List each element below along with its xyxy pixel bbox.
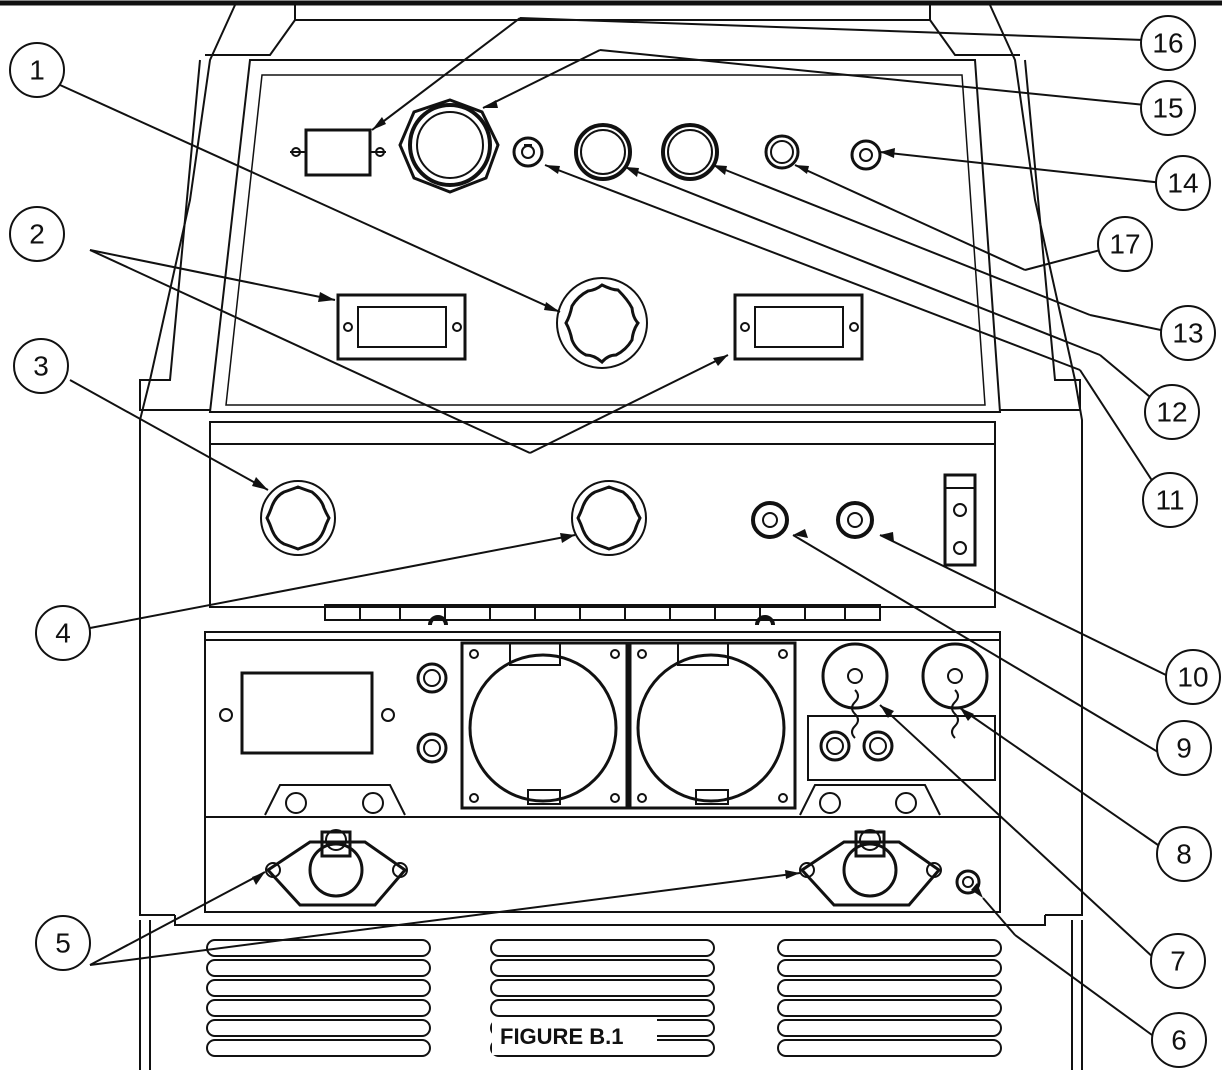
- callout-label-11: 11: [1155, 485, 1184, 516]
- callout-circle-9: [1156, 720, 1212, 776]
- figure-caption: FIGURE B.1: [500, 1024, 623, 1049]
- callout-label-5: 5: [55, 928, 71, 959]
- callout-circle-11: [1142, 472, 1198, 528]
- callout-circle-13: [1160, 305, 1216, 361]
- item-6-ground-stud: [955, 869, 981, 895]
- item-8-socket: [921, 642, 989, 739]
- callout-circle-3: [13, 338, 69, 394]
- callout-circle-2: [9, 206, 65, 262]
- callout-label-10: 10: [1177, 662, 1208, 693]
- leader-lines: [59, 17, 1176, 1036]
- item-15-connector: [398, 98, 500, 194]
- callout-label-1: 1: [29, 55, 45, 86]
- upper-panel: [208, 59, 1002, 413]
- panel-bosses: [264, 784, 941, 816]
- callout-label-16: 16: [1152, 28, 1183, 59]
- callout-circle-12: [1144, 384, 1200, 440]
- callout-label-12: 12: [1156, 397, 1187, 428]
- lower-panel: [204, 631, 1001, 913]
- callout-label-4: 4: [55, 618, 71, 649]
- arrowheads: [252, 100, 983, 898]
- hour-meter: [219, 671, 395, 755]
- callout-circle-17: [1097, 216, 1153, 272]
- circuit-breakers-left: [416, 662, 448, 764]
- item-5-stud-right: [799, 829, 942, 907]
- callout-circle-15: [1140, 80, 1196, 136]
- housing: [139, 4, 1083, 916]
- item-10-toggle: [836, 501, 874, 539]
- callout-label-15: 15: [1152, 93, 1183, 124]
- callout-circle-14: [1155, 155, 1211, 211]
- receptacle-left: [460, 641, 629, 810]
- item-9-toggle: [751, 501, 789, 539]
- callout-circle-8: [1156, 826, 1212, 882]
- callout-circle-10: [1165, 649, 1221, 705]
- receptacle-right: [628, 641, 797, 810]
- middle-panel: [209, 421, 996, 626]
- louvers: [139, 915, 1083, 1070]
- item-16-receptacle: [290, 128, 386, 177]
- callout-label-7: 7: [1170, 946, 1186, 977]
- callout-circles: [9, 15, 1221, 1068]
- item-11-toggle: [512, 136, 544, 168]
- item-2-display-right: [733, 293, 864, 361]
- item-13-cap: [661, 123, 719, 181]
- callout-circle-1: [9, 42, 65, 98]
- callout-label-8: 8: [1176, 839, 1192, 870]
- breaker-box: [807, 715, 996, 781]
- item-2-display-left: [336, 293, 467, 361]
- item-12-cap: [574, 123, 632, 181]
- callout-label-6: 6: [1171, 1025, 1187, 1056]
- side-bracket: [943, 473, 977, 567]
- item-7-socket: [821, 642, 889, 739]
- callout-label-13: 13: [1172, 318, 1203, 349]
- item-3-knob: [260, 480, 336, 556]
- callout-label-2: 2: [29, 219, 45, 250]
- callout-label-14: 14: [1167, 168, 1198, 199]
- item-14-toggle: [850, 139, 882, 171]
- callout-circle-16: [1140, 15, 1196, 71]
- callout-circle-6: [1151, 1012, 1207, 1068]
- figure-caption-bg: [492, 1017, 657, 1055]
- item-1-knob: [556, 277, 648, 369]
- item-4-knob: [571, 480, 647, 556]
- callout-circle-7: [1150, 933, 1206, 989]
- callout-label-3: 3: [33, 351, 49, 382]
- item-17-light: [764, 134, 800, 170]
- callout-circle-4: [35, 605, 91, 661]
- callout-label-17: 17: [1109, 229, 1140, 260]
- item-5-stud-left: [265, 829, 408, 907]
- callout-circle-5: [35, 915, 91, 971]
- callout-label-9: 9: [1176, 733, 1192, 764]
